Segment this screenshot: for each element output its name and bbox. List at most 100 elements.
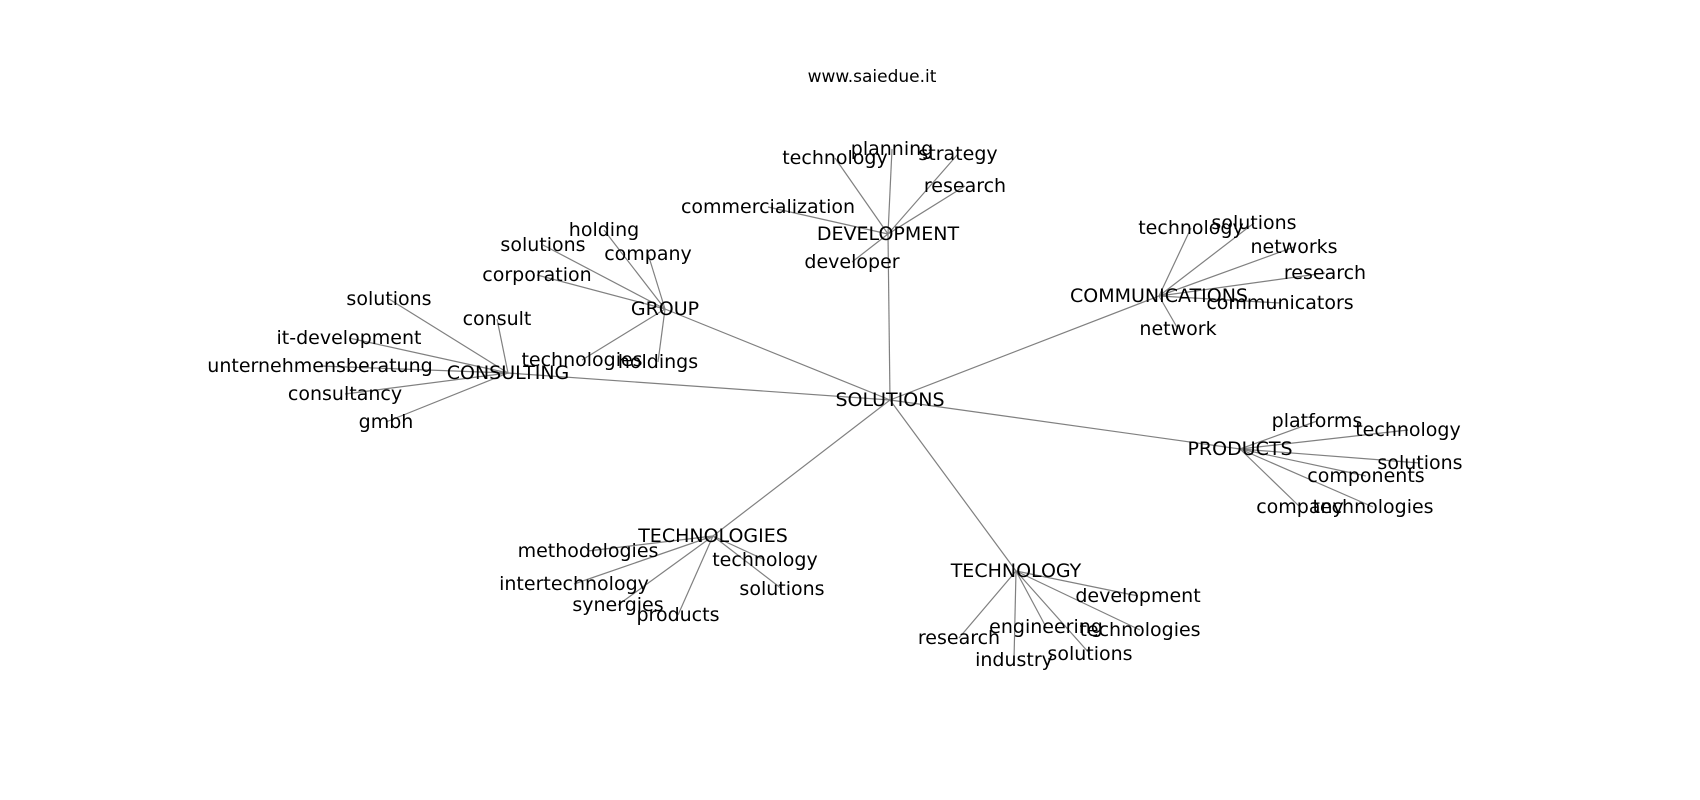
edge-technologies-leaf — [712, 535, 766, 561]
leaf-node-communications: networks — [1250, 236, 1337, 258]
edge-development-leaf — [887, 153, 959, 235]
edge-technology-leaf — [1015, 570, 1139, 597]
edge-communications-leaf — [1158, 295, 1179, 330]
edge-consulting-leaf — [344, 372, 509, 395]
leaf-node-technologies: synergies — [572, 594, 663, 616]
edge-products-leaf — [1239, 448, 1374, 508]
leaf-node-group: holding — [569, 219, 639, 241]
graph-edges — [319, 148, 1421, 661]
edge-technology-leaf — [1015, 570, 1047, 628]
graph-labels: SOLUTIONSDEVELOPMENTtechnologyplanningst… — [207, 138, 1462, 671]
leaf-node-communications: solutions — [1211, 212, 1296, 234]
edge-communications-leaf — [1158, 227, 1192, 297]
leaf-node-development: research — [924, 175, 1006, 197]
edge-technology-leaf — [958, 570, 1017, 639]
edge-root-group — [664, 308, 891, 401]
leaf-node-communications: network — [1139, 318, 1216, 340]
site-title: www.saiedue.it — [808, 67, 937, 87]
hub-node-development: DEVELOPMENT — [817, 223, 960, 245]
leaf-node-development: strategy — [918, 143, 997, 165]
leaf-node-products: technologies — [1312, 496, 1433, 518]
leaf-node-group: solutions — [500, 234, 585, 256]
edge-products-leaf — [1239, 420, 1318, 450]
edge-development-leaf — [834, 157, 889, 235]
leaf-node-development: planning — [851, 138, 933, 160]
edge-development-leaf — [767, 206, 889, 235]
edge-technologies-leaf — [587, 535, 714, 552]
edge-root-technology — [889, 399, 1017, 572]
hub-node-group: GROUP — [631, 298, 699, 320]
edge-communications-leaf — [1158, 295, 1281, 304]
edge-group-leaf — [647, 253, 666, 310]
leaf-node-technology: solutions — [1047, 643, 1132, 665]
leaf-node-products: platforms — [1272, 410, 1363, 432]
edge-products-leaf — [1239, 448, 1367, 477]
edge-technologies-leaf — [712, 535, 783, 590]
hub-node-technologies: TECHNOLOGIES — [637, 525, 788, 547]
hub-node-communications: COMMUNICATIONS — [1070, 285, 1248, 307]
leaf-node-technologies: methodologies — [518, 540, 659, 562]
edge-technology-leaf — [1015, 570, 1141, 631]
edge-development-leaf — [887, 148, 893, 235]
leaf-node-communications: technology — [1138, 217, 1244, 239]
edge-group-leaf — [581, 308, 666, 361]
leaf-node-group: corporation — [482, 264, 591, 286]
edge-communications-leaf — [1158, 246, 1295, 297]
leaf-node-group: company — [604, 243, 692, 265]
hub-node-technology: TECHNOLOGY — [950, 560, 1082, 582]
edge-consulting-leaf — [319, 365, 509, 374]
edge-products-leaf — [1239, 448, 1421, 464]
leaf-node-technologies: products — [637, 604, 720, 626]
leaf-node-technologies: solutions — [739, 578, 824, 600]
edge-root-technologies — [712, 399, 891, 537]
edge-technologies-leaf — [573, 535, 714, 585]
leaf-node-group: technologies — [521, 349, 642, 371]
edge-communications-leaf — [1158, 222, 1255, 297]
leaf-node-consulting: unternehmensberatung — [207, 355, 432, 377]
leaf-node-consulting: it-development — [277, 327, 422, 349]
edge-development-leaf — [887, 185, 966, 235]
leaf-node-products: company — [1256, 496, 1344, 518]
leaf-node-technology: engineering — [989, 616, 1103, 638]
root-node-label: SOLUTIONS — [836, 389, 945, 411]
edge-group-leaf — [536, 274, 666, 310]
edge-technologies-leaf — [617, 535, 714, 606]
leaf-node-consulting: solutions — [346, 288, 431, 310]
leaf-node-products: components — [1307, 465, 1424, 487]
edge-group-leaf — [657, 308, 666, 363]
edge-communications-leaf — [1158, 272, 1326, 297]
leaf-node-consulting: consult — [463, 308, 532, 330]
edge-root-products — [889, 399, 1241, 450]
leaf-node-technologies: intertechnology — [499, 573, 649, 595]
edge-consulting-leaf — [385, 372, 509, 423]
hub-node-consulting: CONSULTING — [447, 362, 570, 384]
leaf-node-products: technology — [1355, 419, 1461, 441]
edge-technology-leaf — [1015, 570, 1091, 655]
hub-node-products: PRODUCTS — [1187, 438, 1292, 460]
leaf-node-technology: industry — [975, 649, 1053, 671]
leaf-node-products: solutions — [1377, 452, 1462, 474]
edge-group-leaf — [603, 229, 666, 310]
leaf-node-development: commercialization — [681, 196, 855, 218]
edge-consulting-leaf — [388, 298, 509, 374]
leaf-node-development: developer — [804, 251, 899, 273]
edge-technology-leaf — [1013, 570, 1017, 661]
edge-consulting-leaf — [496, 318, 509, 374]
leaf-node-technology: development — [1075, 585, 1200, 607]
leaf-node-technologies: technology — [712, 549, 818, 571]
leaf-node-consulting: gmbh — [359, 411, 414, 433]
edge-root-consulting — [507, 372, 891, 401]
leaf-node-technology: research — [918, 627, 1000, 649]
edge-root-communications — [889, 295, 1160, 401]
leaf-node-development: technology — [782, 147, 888, 169]
edge-products-leaf — [1239, 429, 1409, 450]
leaf-node-communications: communicators — [1206, 292, 1353, 314]
edge-technologies-leaf — [677, 535, 714, 616]
edge-consulting-leaf — [348, 337, 509, 374]
edge-root-development — [887, 233, 891, 401]
leaf-node-communications: research — [1284, 262, 1366, 284]
leaf-node-consulting: consultancy — [288, 383, 402, 405]
leaf-node-technology: technologies — [1079, 619, 1200, 641]
edge-products-leaf — [1239, 448, 1301, 508]
